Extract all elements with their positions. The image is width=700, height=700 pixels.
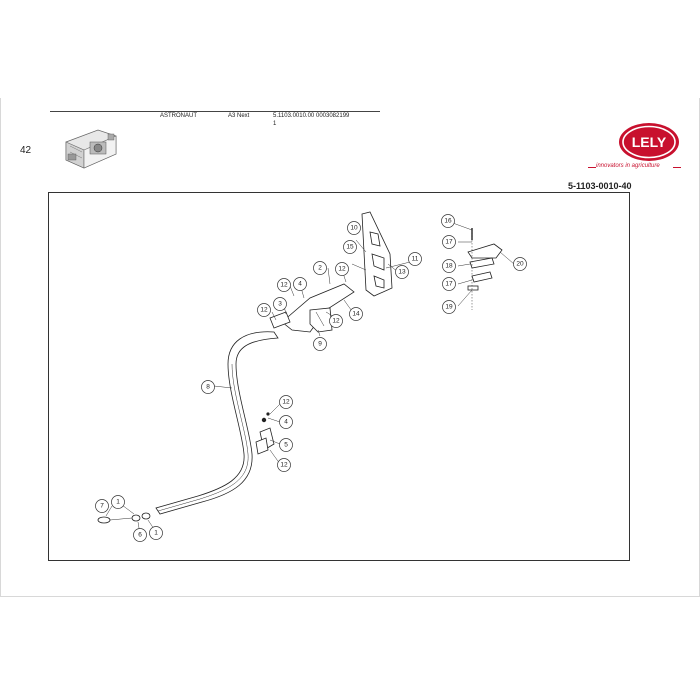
header-variant: A3 Next xyxy=(228,113,250,119)
callout-5: 5 xyxy=(279,438,293,452)
callout-4b: 4 xyxy=(279,415,293,429)
svg-text:7: 7 xyxy=(100,503,104,510)
callout-1b: 1 xyxy=(149,526,163,540)
svg-text:5: 5 xyxy=(284,442,288,449)
callout-10: 10 xyxy=(347,221,361,235)
clip-part xyxy=(255,412,275,455)
slogan-rule-right xyxy=(673,167,681,168)
callout-20: 20 xyxy=(513,257,527,271)
callout-4a: 4 xyxy=(293,277,307,291)
svg-text:12: 12 xyxy=(280,462,288,469)
svg-text:9: 9 xyxy=(318,341,322,348)
slogan-rule-left xyxy=(588,167,596,168)
callout-3: 3 xyxy=(273,297,287,311)
callout-8: 8 xyxy=(201,380,215,394)
svg-text:17: 17 xyxy=(445,281,453,288)
svg-text:17: 17 xyxy=(445,239,453,246)
svg-text:12: 12 xyxy=(280,282,288,289)
lely-logo: LELY xyxy=(619,123,679,161)
header-model: ASTRONAUT xyxy=(160,113,198,119)
svg-text:12: 12 xyxy=(338,266,346,273)
callout-7: 7 xyxy=(95,499,109,513)
callout-16: 16 xyxy=(441,214,455,228)
callout-12c: 12 xyxy=(257,303,271,317)
page-number: 42 xyxy=(20,145,32,156)
logo-text: LELY xyxy=(632,134,667,150)
machine-thumbnail-image xyxy=(65,129,117,169)
svg-text:1: 1 xyxy=(116,499,120,506)
brand-slogan: innovators in agriculture xyxy=(596,163,660,169)
svg-text:4: 4 xyxy=(284,419,288,426)
bracket-plate-part xyxy=(361,211,393,297)
svg-text:2: 2 xyxy=(318,265,322,272)
header-document-number: 5.1103.0010.00 xyxy=(273,113,315,119)
svg-text:8: 8 xyxy=(206,384,210,391)
svg-text:16: 16 xyxy=(444,218,452,225)
callout-17a: 17 xyxy=(442,235,456,249)
callout-18: 18 xyxy=(442,259,456,273)
svg-text:12: 12 xyxy=(260,307,268,314)
callout-1a: 1 xyxy=(111,495,125,509)
svg-text:12: 12 xyxy=(332,318,340,325)
svg-text:20: 20 xyxy=(516,261,524,268)
end-fitting-part xyxy=(97,512,151,524)
callout-15: 15 xyxy=(343,240,357,254)
fastener-stack-part xyxy=(467,228,503,291)
svg-text:3: 3 xyxy=(278,301,282,308)
svg-text:14: 14 xyxy=(352,311,360,318)
callout-14: 14 xyxy=(349,307,363,321)
callout-17b: 17 xyxy=(442,277,456,291)
svg-text:4: 4 xyxy=(298,281,302,288)
connector-body-part xyxy=(269,283,355,333)
svg-text:10: 10 xyxy=(350,225,358,232)
callout-9: 9 xyxy=(313,337,327,351)
header-revision: 1 xyxy=(273,121,277,127)
callout-12b: 12 xyxy=(277,278,291,292)
svg-text:1: 1 xyxy=(154,530,158,537)
callout-12f: 12 xyxy=(277,458,291,472)
svg-text:19: 19 xyxy=(445,304,453,311)
callout-6: 6 xyxy=(133,528,147,542)
callout-12a: 12 xyxy=(335,262,349,276)
hose-part xyxy=(155,331,279,515)
callout-11: 11 xyxy=(408,252,422,266)
drawing-frame xyxy=(48,192,630,561)
part-code: 5-1103-0010-40 xyxy=(568,181,632,191)
exploded-parts-drawing: 1 1 2 3 4 4 5 6 7 8 9 10 11 12 12 12 12 … xyxy=(95,211,527,542)
callout-2: 2 xyxy=(313,261,327,275)
callout-19: 19 xyxy=(442,300,456,314)
svg-text:6: 6 xyxy=(138,532,142,539)
callout-12e: 12 xyxy=(279,395,293,409)
svg-text:15: 15 xyxy=(346,244,354,251)
callout-12d: 12 xyxy=(329,314,343,328)
page-bottom-border xyxy=(0,596,700,597)
svg-text:13: 13 xyxy=(398,269,406,276)
header-serial: 0003082199 xyxy=(316,113,350,119)
page-left-border xyxy=(0,98,1,596)
callout-13: 13 xyxy=(395,265,409,279)
header-rule xyxy=(50,111,380,112)
svg-text:18: 18 xyxy=(445,263,453,270)
svg-text:11: 11 xyxy=(412,256,419,263)
svg-text:12: 12 xyxy=(282,399,290,406)
